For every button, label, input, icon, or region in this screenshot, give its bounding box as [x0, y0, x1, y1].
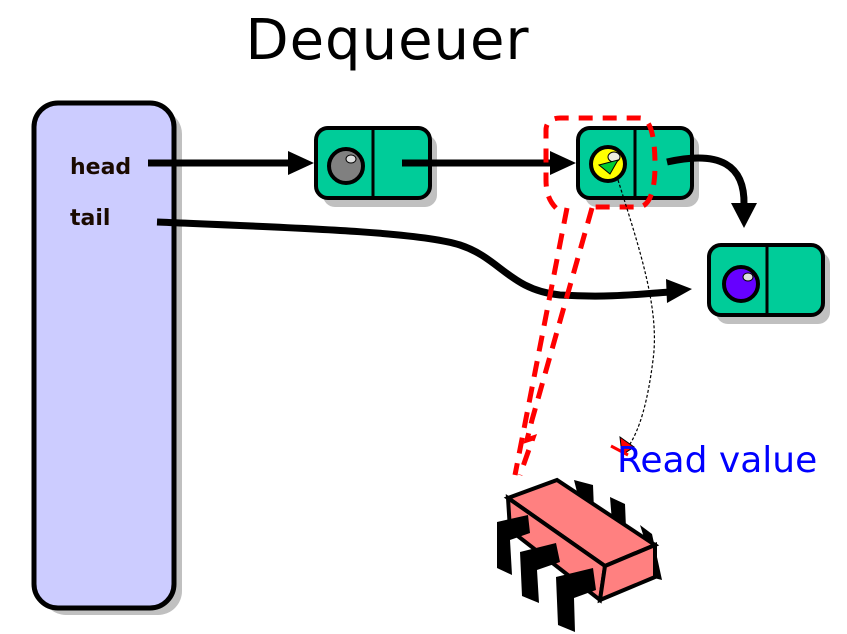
martini-glass-icon	[597, 159, 620, 175]
thread-processor-icon	[497, 477, 662, 632]
node-sentinel	[314, 126, 437, 207]
head-pointer-arrow	[148, 151, 314, 175]
queue-field-head: head	[70, 155, 132, 180]
value-ball-gray-icon	[327, 147, 365, 185]
highlight-region	[512, 115, 658, 476]
slide-title: Dequeuer	[245, 8, 530, 73]
highlight-beam-left	[512, 207, 570, 476]
read-value-annotation: Read value	[617, 440, 818, 481]
queue-object-body	[31, 100, 177, 611]
queue-field-tail: tail	[70, 206, 111, 231]
next-arrow-sentinel-to-first	[402, 151, 576, 175]
node-first-item	[576, 126, 699, 207]
node-tail	[707, 243, 830, 324]
chip-side-front	[597, 541, 657, 604]
ball-highlight	[742, 272, 754, 282]
queue-object	[31, 100, 182, 615]
highlight-beam-right	[517, 207, 595, 476]
ball-highlight	[345, 154, 357, 164]
value-ball-purple-icon	[722, 265, 760, 303]
read-value-pointer	[610, 179, 656, 457]
tail-pointer-arrow	[156, 218, 692, 303]
arrow-tail-mark	[610, 444, 629, 457]
arrowhead-red-icon	[619, 435, 635, 456]
next-arrow-first-to-tail	[666, 154, 757, 228]
